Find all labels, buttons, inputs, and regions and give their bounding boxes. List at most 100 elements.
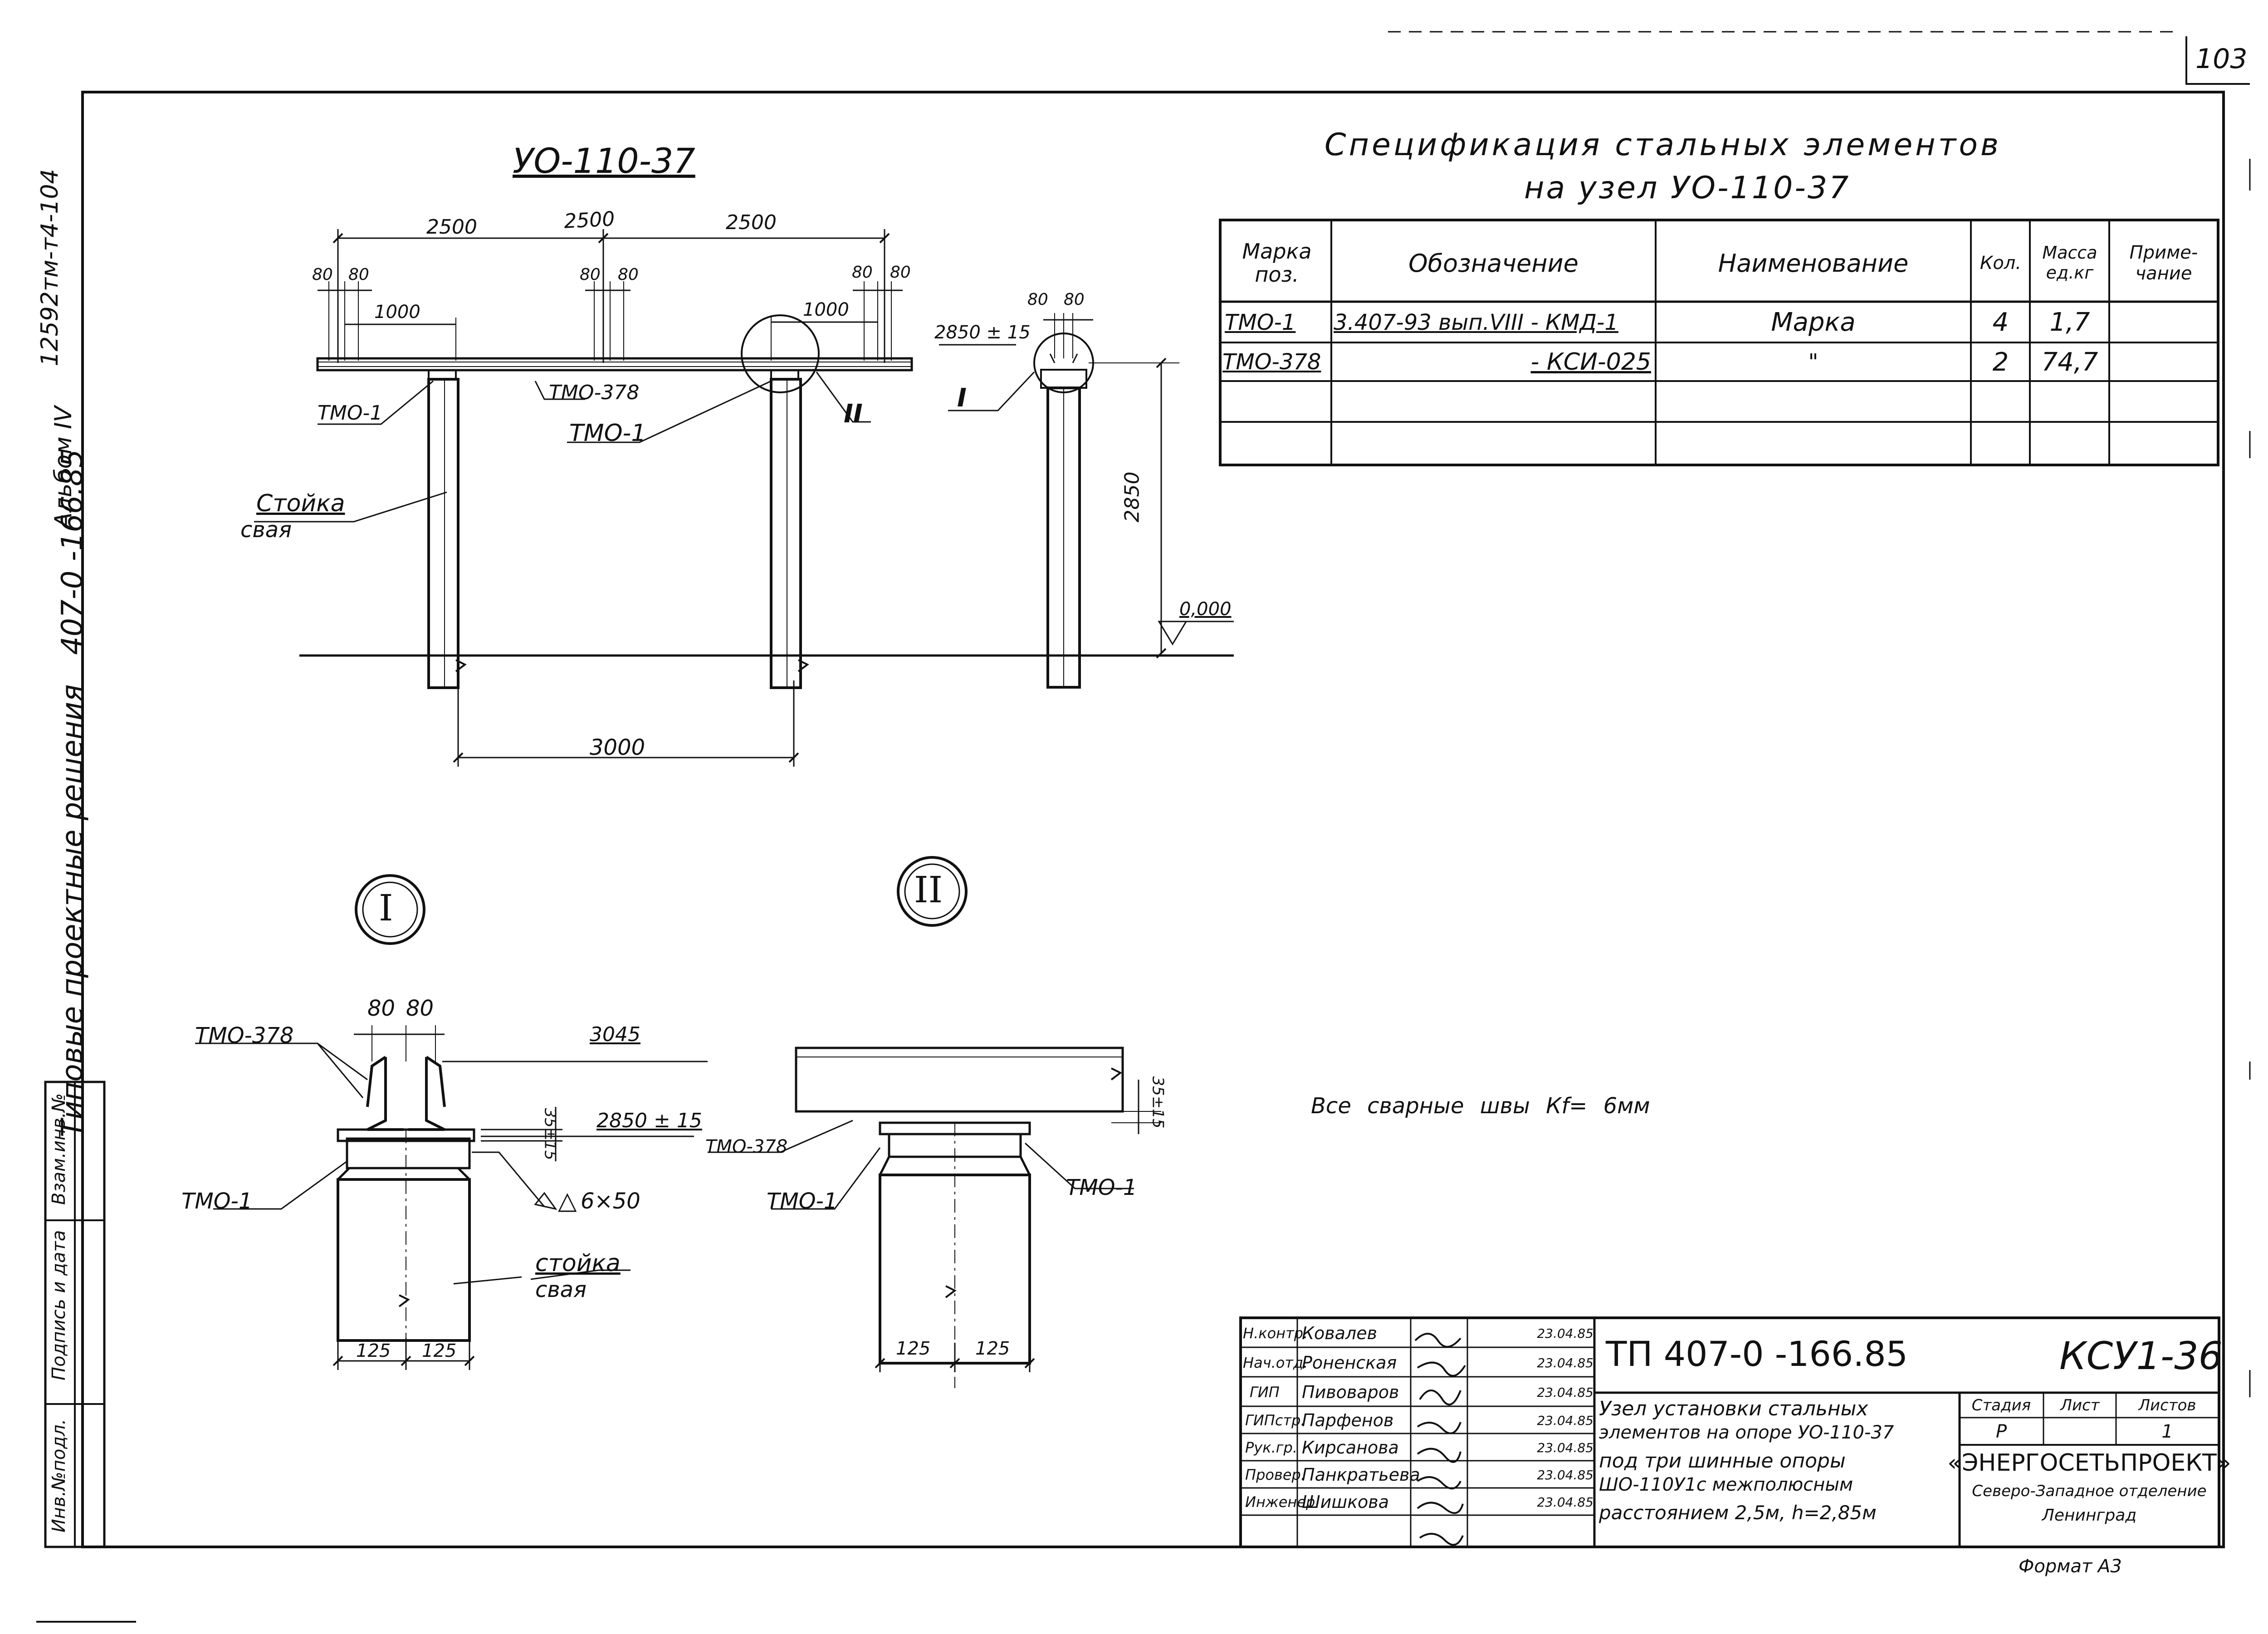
tb-name-4: Парфенов [1302,1410,1394,1430]
tb-role-5: Рук.гр. [1245,1439,1298,1456]
tb-description-2: элементов на опоре УО-110-37 [1599,1422,1894,1443]
dim-80-c: 80 [580,265,601,284]
tb-name-1: Ковалев [1302,1323,1377,1343]
tb-date-2: 23.04.85 [1537,1355,1593,1370]
drawing-title: УО-110-37 [513,141,695,181]
tb-role-4: ГИПстр. [1245,1412,1305,1429]
spec-row1-qty: 4 [1992,308,2009,337]
dim-80-e: 80 [852,263,873,282]
stamp-sign-label: Подпись и дата [49,1230,69,1380]
page-number: 103 [2195,43,2248,75]
spec-row1-note [2112,303,2216,342]
tb-date-3: 23.04.85 [1537,1384,1593,1400]
label-tmo378-main: ТМО-378 [549,381,640,404]
tb-sheet-code: КСУ1-36 [2059,1334,2223,1378]
dim-right-span: 2500 [726,211,777,234]
tb-sheets-label: Листов [2138,1396,2196,1414]
detI-dim-125-a: 125 [356,1340,391,1361]
detI-dim-80-b: 80 [406,996,434,1021]
spec-row2-mark: ТМО-378 [1222,349,1321,375]
series-title: Типовые проектные решения [56,684,89,1137]
dim-left-span: 2500 [426,215,477,239]
album-vertical: Альбом IV [50,406,77,529]
tb-sheets-value: 1 [2161,1421,2173,1442]
node-II-label: II [844,399,863,429]
tb-name-3: Пивоваров [1302,1382,1399,1402]
label-tmo1-mid: ТМО-1 [569,420,646,447]
tb-description-3: под три шинные опоры [1599,1449,1846,1473]
dim-1000-left: 1000 [374,302,420,323]
tb-description-5: расстоянием 2,5м, h=2,85м [1599,1502,1877,1524]
spec-row1-mark: ТМО-1 [1225,309,1296,335]
tb-stage-value: Р [1995,1421,2007,1442]
dim-80-d: 80 [618,265,639,284]
dim-80-f: 80 [890,263,911,282]
weld-triangle-icon: △ [558,1186,577,1215]
level-zero: 0,000 [1179,599,1232,620]
detI-dim-2850: 2850 ± 15 [596,1109,702,1132]
side-dim-80-a: 80 [1027,290,1048,309]
detI-label-tmo1: ТМО-1 [181,1189,253,1214]
tb-sheet-label: Лист [2060,1396,2100,1414]
tb-role-1: Н.контр. [1243,1325,1308,1342]
tb-sheet-value [2045,1419,2115,1444]
tb-role-7: Инженер [1245,1493,1315,1511]
label-tmo1-left: ТМО-1 [318,401,383,425]
tb-date-5: 23.04.85 [1537,1440,1593,1455]
tb-org-name: «ЭНЕРГОСЕТЬПРОЕКТ» [1947,1449,2231,1477]
tb-role-6: Провер. [1245,1466,1305,1483]
tb-name-7: Шишкова [1302,1492,1389,1512]
detI-label-tmo378: ТМО-378 [195,1023,294,1048]
spec-title-1: Спецификация стальных элементов [1325,127,2002,163]
dim-3000: 3000 [590,735,645,760]
spec-row2-qty: 2 [1992,347,2009,377]
welding-note: Все сварные швы Кf= 6мм [1311,1093,1650,1119]
spec-row1-designation: 3.407-93 вып.VIII - КМД-1 [1334,309,1618,335]
spec-header-mass: Масса ед.кг [2042,243,2097,283]
tb-date-1: 23.04.85 [1537,1326,1593,1341]
detI-dim-3045: 3045 [590,1023,640,1046]
spec-header-qty: Кол. [1980,253,2022,274]
spec-row2-name: " [1808,349,1818,375]
tb-org-branch: Северо-Западное отделение [1972,1482,2207,1500]
detII-label-tmo1-left: ТМО-1 [767,1189,838,1214]
detII-dim-35: 35±15 [1149,1076,1167,1129]
side-dim-height: 2850 [1120,471,1144,523]
spec-header-note: Приме-чание [2129,242,2198,284]
tb-date-7: 23.04.85 [1537,1494,1593,1510]
tb-name-5: Кирсанова [1302,1438,1399,1458]
detail-II-circle-label: II [914,869,943,911]
spec-row2-designation: - КСИ-025 [1530,348,1651,376]
detII-dim-125-a: 125 [896,1338,931,1359]
spec-header-mark: Марка поз. [1242,239,1312,287]
tb-name-2: Роненская [1302,1353,1397,1373]
tb-role-3: ГИП [1250,1384,1280,1401]
inventory-vertical: 12592тм-т4-104 [36,169,64,367]
dim-80-b: 80 [348,265,369,284]
detI-dim-35: 35±15 [541,1108,559,1160]
side-dim-80-b: 80 [1064,290,1085,309]
tb-role-2: Нач.отд. [1243,1354,1308,1371]
format-label: Формат А3 [2019,1556,2122,1577]
detI-label-svaya: свая [535,1277,587,1302]
stamp-inv-label: Инв.№подл. [49,1419,69,1533]
spec-header-designation: Обозначение [1408,249,1579,278]
stamp-replace-label: Взам.инв.№ [49,1093,69,1205]
side-dim-2850: 2850 ± 15 [934,322,1031,343]
detII-dim-125-b: 125 [975,1338,1010,1359]
tb-stage-label: Стадия [1971,1396,2031,1414]
tb-project-code: ТП 407-0 -166.85 [1606,1334,1908,1374]
spec-row2-mass: 74,7 [2041,347,2098,377]
detI-weld: 6×50 [581,1189,640,1214]
tb-name-6: Панкратьева [1302,1465,1420,1485]
spec-row2-note [2112,344,2216,380]
spec-title-2: на узел УО-110-37 [1524,170,1851,206]
spec-header-name: Наименование [1718,249,1909,278]
tb-date-4: 23.04.85 [1537,1413,1593,1428]
detII-label-tmo1-right: ТМО-1 [1066,1175,1137,1200]
tb-description-1: Узел установки стальных [1599,1397,1868,1420]
detail-I-circle-label: I [379,887,393,929]
tb-date-6: 23.04.85 [1537,1467,1593,1482]
dim-80-a: 80 [312,265,333,284]
